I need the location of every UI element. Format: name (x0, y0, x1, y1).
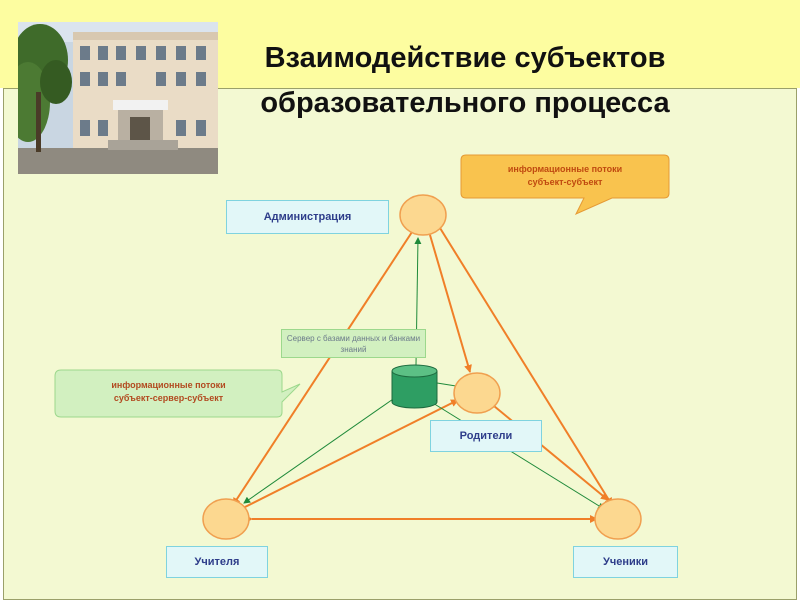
admin-node (399, 194, 447, 236)
slide-title: Взаимодействие субъектов образовательног… (230, 36, 700, 126)
flow-server-to-students (427, 399, 605, 510)
callout-subject-server-subject-line2: субъект-сервер-субъект (113, 393, 224, 403)
server-label: Сервер с базами данных и банками знаний (281, 329, 426, 358)
teachers-label: Учителя (166, 546, 268, 578)
callout-subject-server-subject-line1: информационные потоки (111, 380, 226, 390)
callout-subject-subject-line2: субъект-субъект (527, 177, 603, 187)
flow-teachers-to-parents (234, 399, 459, 515)
parents-label: Родители (430, 420, 542, 452)
admin-label-text: Администрация (263, 211, 352, 223)
parents-node (453, 372, 501, 414)
title-line-1: Взаимодействие субъектов (264, 42, 666, 74)
callout-subject-subject-text: информационные потоки субъект-субъект (461, 163, 669, 189)
parents-label-text: Родители (459, 430, 513, 442)
teachers-node (202, 498, 250, 540)
callout-subject-subject-shape (460, 154, 670, 216)
flow-admin-to-teachers (232, 223, 420, 506)
flow-server-to-teachers (243, 396, 397, 504)
flow-admin-to-students (432, 219, 613, 506)
students-label: Ученики (573, 546, 678, 578)
database-cylinder-icon (391, 364, 438, 409)
flow-admin-to-parents (424, 227, 472, 373)
server-label-text: Сервер с базами данных и банками знаний (286, 334, 421, 354)
teachers-label-text: Учителя (194, 556, 240, 568)
students-node (594, 498, 642, 540)
admin-label: Администрация (226, 200, 389, 234)
callout-subject-subject-line1: информационные потоки (507, 164, 623, 174)
callout-subject-server-subject-text: информационные потоки субъект-сервер-суб… (55, 379, 282, 405)
title-line-2: образовательного процесса (260, 87, 670, 119)
school-building-photo (18, 22, 218, 174)
students-label-text: Ученики (602, 556, 649, 568)
